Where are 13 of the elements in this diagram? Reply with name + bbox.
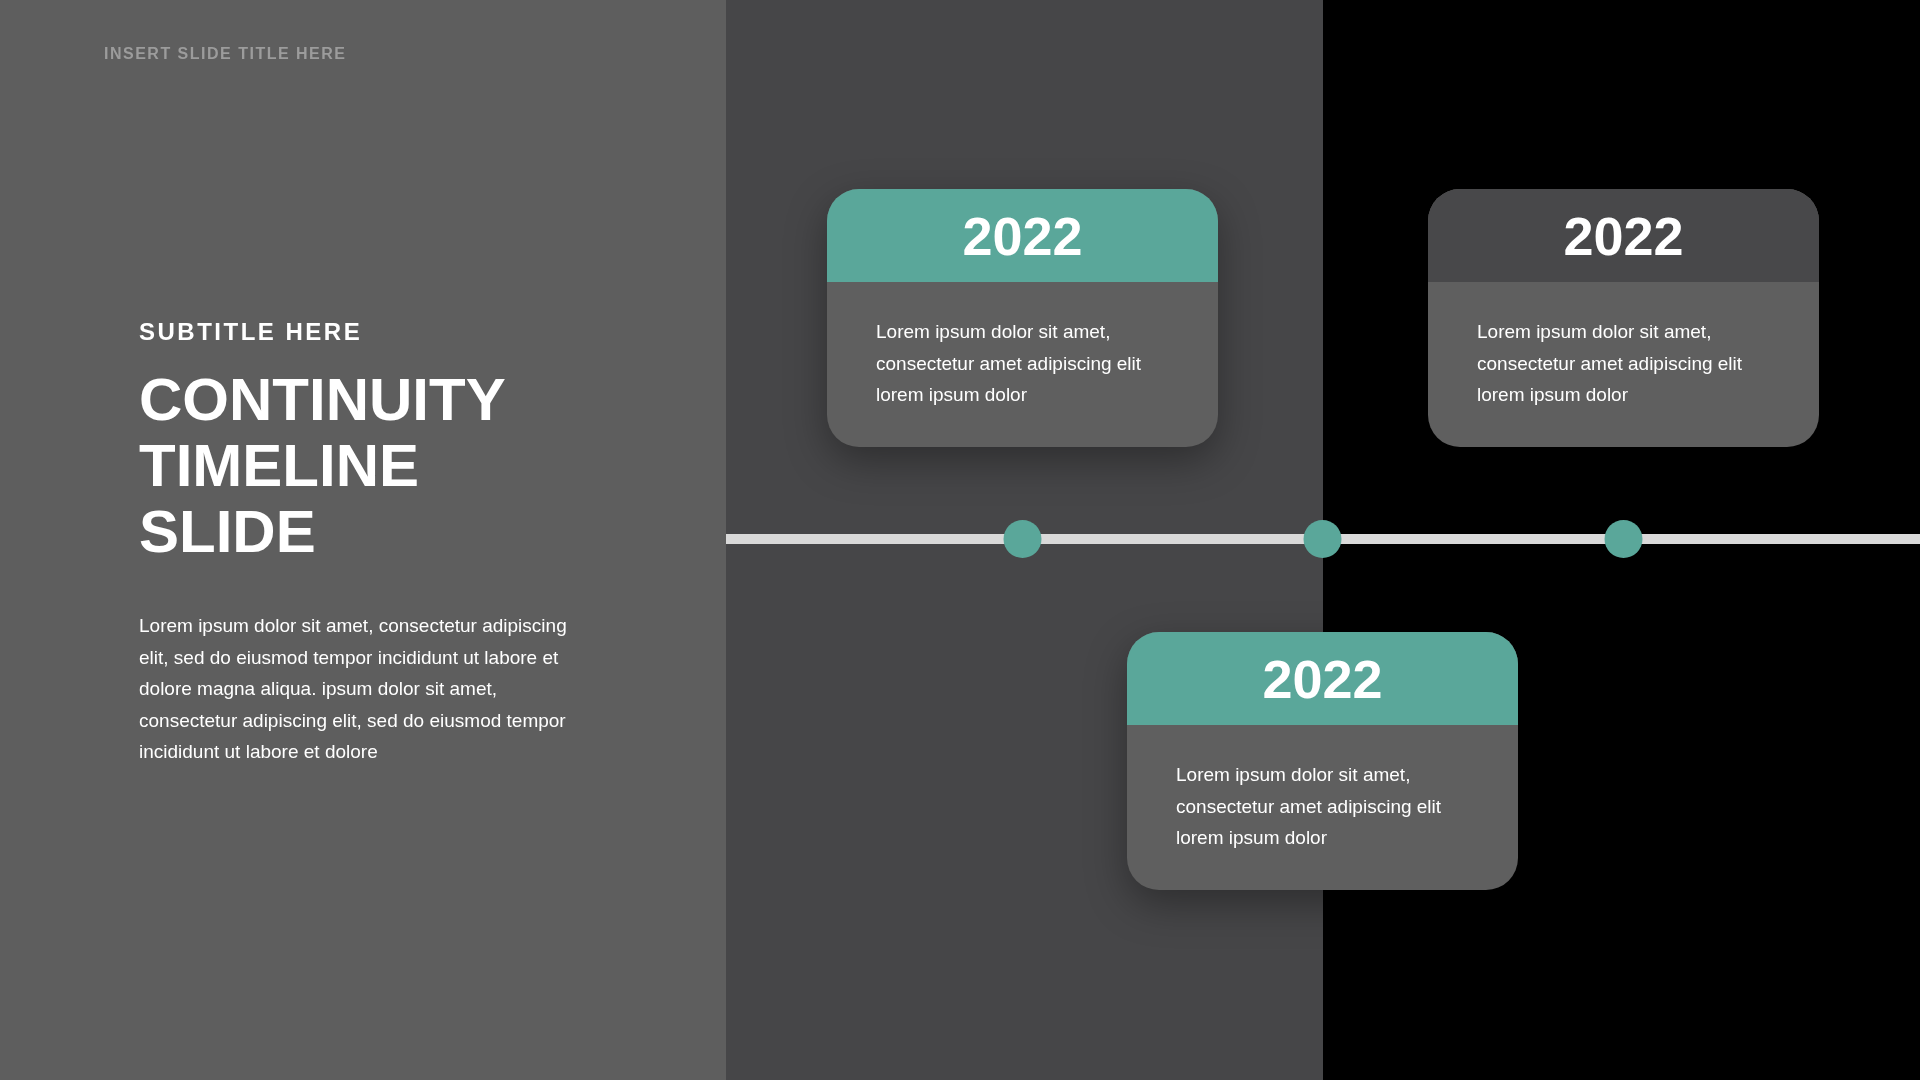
year-label: 2022 <box>1262 649 1383 708</box>
card-description: Lorem ipsum dolor sit amet, consectetur amet adipiscing elit lorem ipsum dolor <box>876 320 1143 407</box>
card-description: Lorem ipsum dolor sit amet, consectetur amet adipiscing elit lorem ipsum dolor <box>1176 763 1443 850</box>
subtitle: SUBTITLE HERE <box>139 318 363 346</box>
year-label: 2022 <box>1563 206 1684 265</box>
slide-title: INSERT SLIDE TITLE HERE <box>104 45 347 63</box>
timeline-card <box>1428 189 1819 447</box>
year-label: 2022 <box>962 206 1083 265</box>
timeline-card <box>827 189 1218 447</box>
body-paragraph: Lorem ipsum dolor sit amet, consectetur adipiscing elit, sed do eiusmod tempor incididunt ut labore et dolore magna aliqua. ipsum dolor sit amet, consectetur adipiscing elit, sed do eiusmod tempor incididunt ut labore et dolore <box>139 614 568 764</box>
slide-heading: CONTINUITY TIMELINE SLIDE <box>139 367 506 565</box>
card-description: Lorem ipsum dolor sit amet, consectetur amet adipiscing elit lorem ipsum dolor <box>1477 320 1744 407</box>
timeline-card <box>1127 632 1518 890</box>
